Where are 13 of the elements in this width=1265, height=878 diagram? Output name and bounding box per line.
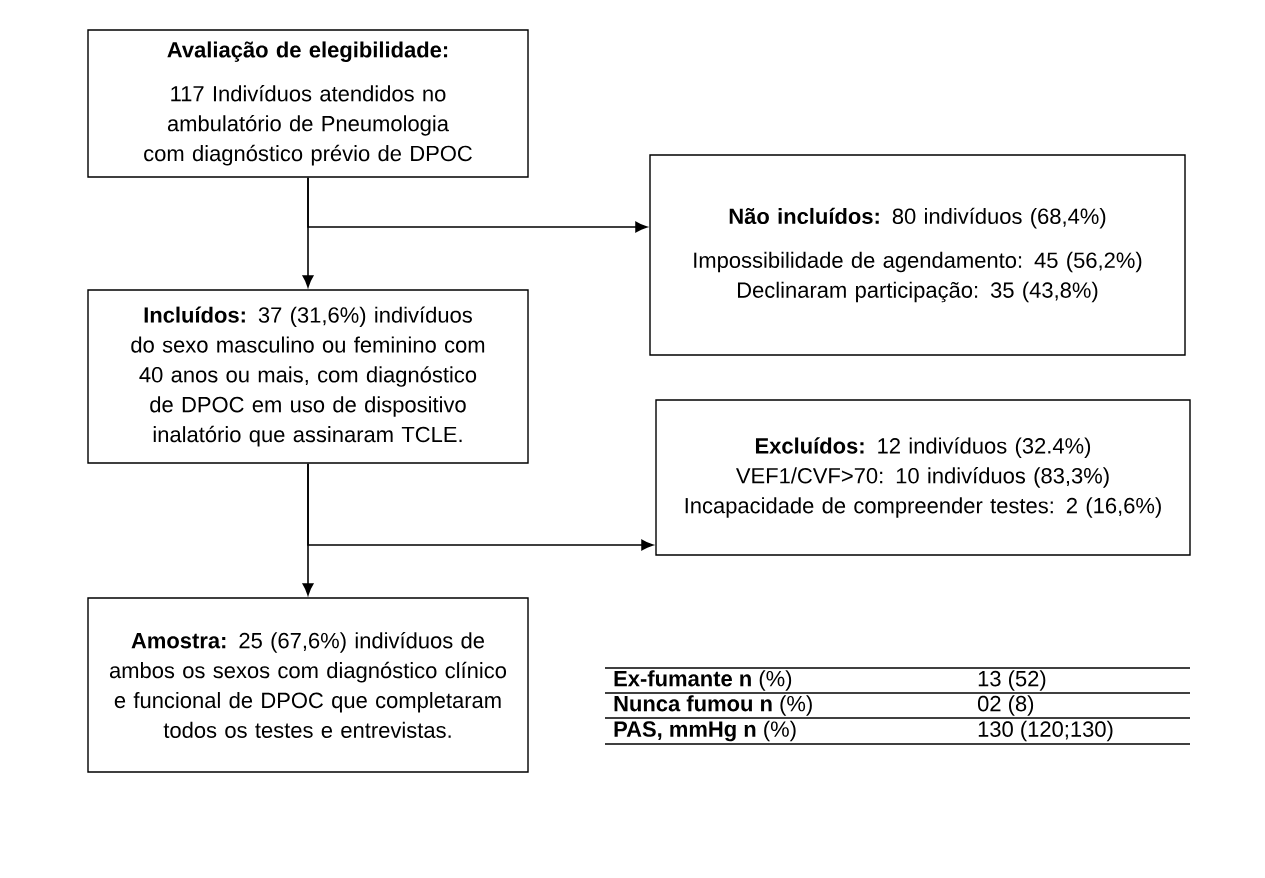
table-cell: PAS, mmHg n (%) [614, 720, 796, 742]
table-cell: 02 (8) [977, 695, 1034, 716]
flow-box: Excluídos: 12 indivíduos (32.4%) VEF1/CVF>70: 10 indivíduos (83,3%) Incapacidade de compreender testes: 2 (16,6%) [655, 399, 1191, 556]
flow-box: Não incluídos: 80 indivíduos (68,4%) Impossibilidade de agendamento: 45 (56,2%) Declinaram participação: 35 (43,8%) [649, 154, 1186, 356]
table-cell: 13 (52) [978, 670, 1046, 691]
arrow [307, 462, 654, 551]
arrow [307, 176, 648, 233]
flow-box: Avaliação de elegibilidade: 117 Indivíduos atendidos no ambulatório de Pneumologia com diagnóstico prévio de DPOC [87, 29, 529, 178]
flow-box: Incluídos: 37 (31,6%) indivíduos do sexo masculino ou feminino com 40 anos ou mais, com diagnóstico de DPOC em uso de dispositivo inalatório que assinaram TCLE. [87, 289, 529, 464]
flow-box: Amostra: 25 (67,6%) indivíduos de ambos os sexos com diagnóstico clínico e funcional de DPOC que completaram todos os testes e entrevistas. [87, 597, 529, 773]
table-cell: Ex-fumante n (%) [614, 670, 792, 691]
table-cell: 130 (120;130) [978, 720, 1113, 742]
table-cell: Nunca fumou n (%) [614, 695, 812, 716]
